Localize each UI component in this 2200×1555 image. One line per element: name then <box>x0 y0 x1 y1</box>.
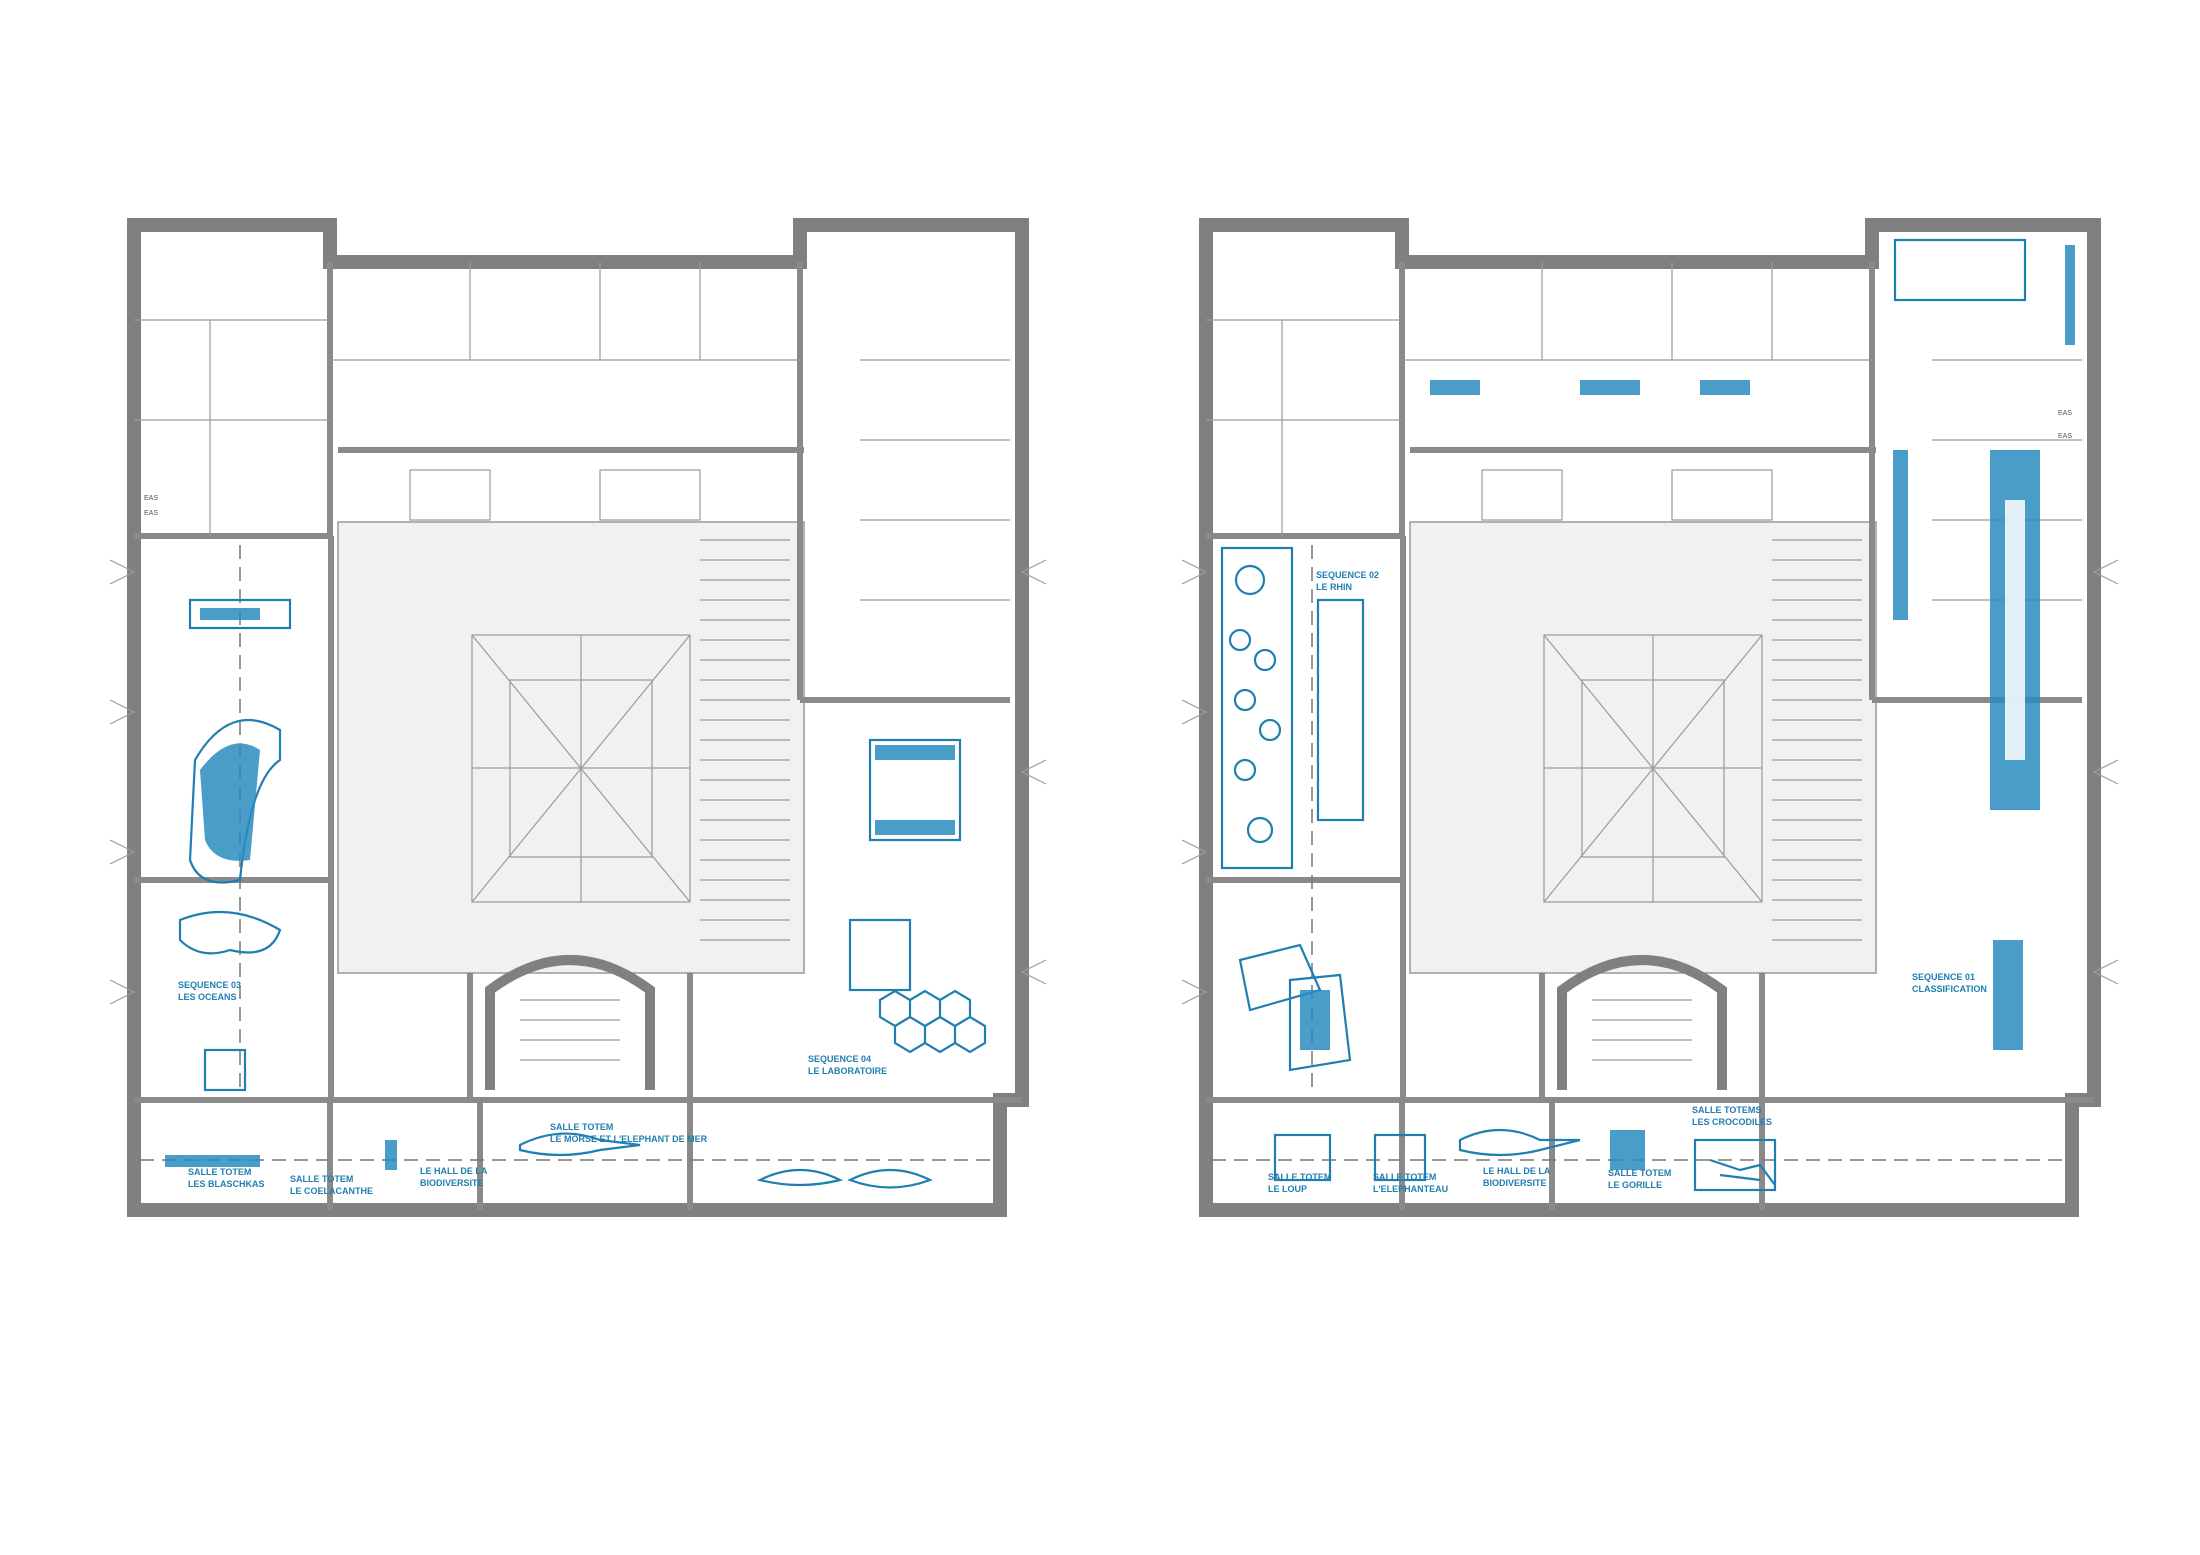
label-oceans-2: LES OCEANS <box>178 992 237 1002</box>
left-floor-plan: SEQUENCE 03 LES OCEANS SEQUENCE 04 LE LA… <box>110 222 1046 1210</box>
label-gorille-2: LE GORILLE <box>1608 1180 1662 1190</box>
label-hall-2: BIODIVERSITE <box>420 1178 484 1188</box>
eas-label: EAS <box>2058 433 2072 440</box>
label-crocodiles-2: LES CROCODILES <box>1692 1117 1772 1127</box>
eas-label: EAS <box>144 510 158 517</box>
exhibit-elements-right <box>1220 238 2075 1192</box>
eas-label: EAS <box>2058 410 2072 417</box>
label-crocodiles-1: SALLE TOTEMS <box>1692 1105 1761 1115</box>
label-rhin-1: SEQUENCE 02 <box>1316 570 1379 580</box>
label-morse-1: SALLE TOTEM <box>550 1122 613 1132</box>
eas-label: EAS <box>144 495 158 502</box>
label-classification-1: SEQUENCE 01 <box>1912 972 1975 982</box>
label-morse-2: LE MORSE ET L'ELEPHANT DE MER <box>550 1134 708 1144</box>
exhibit-elements-left <box>165 598 987 1189</box>
label-blaschkas-2: LES BLASCHKAS <box>188 1179 265 1189</box>
label-loup-2: LE LOUP <box>1268 1184 1307 1194</box>
right-floor-plan: SEQUENCE 02 LE RHIN SEQUENCE 01 CLASSIFI… <box>1182 222 2118 1210</box>
label-laboratoire-2: LE LABORATOIRE <box>808 1066 887 1076</box>
label-rhin-2: LE RHIN <box>1316 582 1352 592</box>
label-elephanteau-2: L'ELEPHANTEAU <box>1373 1184 1448 1194</box>
label-laboratoire-1: SEQUENCE 04 <box>808 1054 871 1064</box>
label-gorille-1: SALLE TOTEM <box>1608 1168 1671 1178</box>
label-coelacanthe-2: LE COELACANTHE <box>290 1186 373 1196</box>
label-blaschkas-1: SALLE TOTEM <box>188 1167 251 1177</box>
label-loup-1: SALLE TOTEM <box>1268 1172 1331 1182</box>
label-hall-1: LE HALL DE LA <box>1483 1166 1551 1176</box>
room-labels-left: SEQUENCE 03 LES OCEANS SEQUENCE 04 LE LA… <box>144 495 887 1196</box>
label-hall-1: LE HALL DE LA <box>420 1166 488 1176</box>
label-hall-2: BIODIVERSITE <box>1483 1178 1547 1188</box>
label-elephanteau-1: SALLE TOTEM <box>1373 1172 1436 1182</box>
room-labels-right: SEQUENCE 02 LE RHIN SEQUENCE 01 CLASSIFI… <box>1268 410 2072 1194</box>
label-oceans-1: SEQUENCE 03 <box>178 980 241 990</box>
label-coelacanthe-1: SALLE TOTEM <box>290 1174 353 1184</box>
label-classification-2: CLASSIFICATION <box>1912 984 1987 994</box>
